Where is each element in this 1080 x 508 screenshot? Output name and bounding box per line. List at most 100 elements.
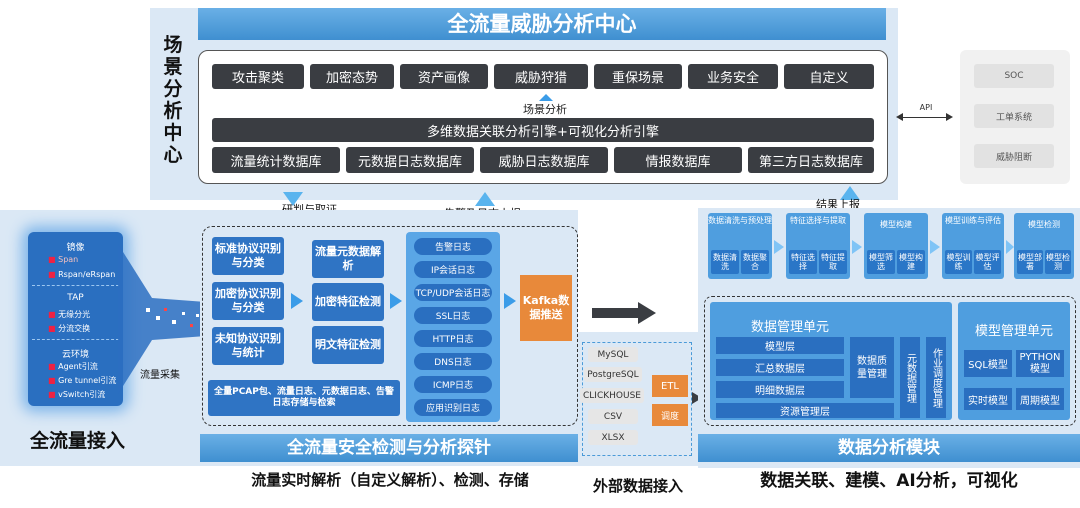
ticket-system-box[interactable]: 工单系统 — [974, 104, 1054, 128]
data-quality[interactable]: 数据质量管理 — [850, 337, 894, 398]
src-mysql[interactable]: MySQL — [588, 347, 638, 362]
analysis-title: 数据分析模块 — [698, 434, 1080, 462]
scenario-key-protect[interactable]: 重保场景 — [594, 64, 682, 89]
log-alert[interactable]: 告警日志 — [414, 238, 492, 255]
log-ip-session[interactable]: IP会话日志 — [414, 261, 492, 278]
mirror-rspan-label: Rspan/eRspan — [58, 270, 116, 279]
db-metadata-log[interactable]: 元数据日志数据库 — [346, 147, 474, 173]
model-realtime[interactable]: 实时模型 — [964, 388, 1012, 410]
step-2-sub-2[interactable]: 特征提取 — [819, 250, 847, 274]
cloud-item-3: ■ vSwitch引流 — [48, 389, 105, 400]
threat-block-box[interactable]: 威胁阻断 — [974, 144, 1054, 168]
mirror-title: 镜像 — [66, 243, 85, 253]
funnel-dot — [156, 316, 160, 320]
scenario-asset[interactable]: 资产画像 — [400, 64, 488, 89]
layer-summary[interactable]: 汇总数据层 — [716, 359, 844, 376]
step-4-sub-2[interactable]: 模型评估 — [974, 250, 1001, 274]
src-clickhouse[interactable]: CLICKHOUSE — [580, 388, 644, 403]
model-sql[interactable]: SQL模型 — [964, 350, 1012, 377]
mirror-item-rspan: ■ Rspan/eRspan — [48, 270, 115, 279]
scenario-encryption[interactable]: 加密态势 — [310, 64, 394, 89]
probe-storage: 全量PCAP包、流量日志、元数据日志、告警日志存储与检索 — [208, 380, 400, 416]
api-label: API — [919, 103, 933, 112]
log-dns[interactable]: DNS日志 — [414, 353, 492, 370]
probe-flow-meta[interactable]: 流量元数据解析 — [312, 240, 384, 278]
model-periodic[interactable]: 周期模型 — [1016, 388, 1064, 410]
soc-box[interactable]: SOC — [974, 64, 1054, 88]
probe-enc-protocol[interactable]: 加密协议识别与分类 — [212, 282, 284, 320]
collect-label: 流量采集 — [140, 370, 180, 381]
scenario-center-label: 场景分析中心 — [163, 34, 183, 166]
bullet-icon: ■ — [48, 270, 59, 279]
traffic-funnel — [118, 244, 206, 394]
probe-std-protocol[interactable]: 标准协议识别与分类 — [212, 237, 284, 275]
src-csv[interactable]: CSV — [588, 409, 638, 424]
step-5-sub-2[interactable]: 模型检测 — [1045, 250, 1071, 274]
funnel-dot — [164, 308, 167, 311]
src-postgresql[interactable]: PostgreSQL — [584, 367, 642, 382]
log-app[interactable]: 应用识别日志 — [414, 399, 492, 416]
log-tcp-udp[interactable]: TCP/UDP会话日志 — [414, 284, 492, 301]
judge-arrow — [283, 192, 303, 206]
step-3-sub-2[interactable]: 模型构建 — [897, 250, 925, 274]
mirror-span-label: Span — [58, 255, 79, 264]
step-1-title: 数据清洗与预处理 — [708, 216, 772, 225]
model-python[interactable]: PYTHON模型 — [1016, 350, 1064, 377]
log-http[interactable]: HTTP日志 — [414, 330, 492, 347]
step-1-sub-1[interactable]: 数据清洗 — [711, 250, 739, 274]
bullet-icon: ■ — [48, 376, 59, 385]
result-up-arrow — [840, 186, 860, 200]
probe-arrow-3 — [504, 293, 516, 309]
probe-enc-feature[interactable]: 加密特征检测 — [312, 283, 384, 321]
layer-model[interactable]: 模型层 — [716, 337, 844, 354]
db-threat-log[interactable]: 威胁日志数据库 — [480, 147, 608, 173]
db-third-party[interactable]: 第三方日志数据库 — [748, 147, 874, 173]
tap-item-1-label: 无缘分光 — [58, 310, 91, 319]
top-title: 全流量威胁分析中心 — [198, 8, 886, 40]
big-arrow-to-analysis-head — [638, 302, 656, 324]
step-5-sub-1[interactable]: 模型部署 — [1017, 250, 1043, 274]
layer-resource[interactable]: 资源管理层 — [716, 403, 894, 418]
layer-detail[interactable]: 明细数据层 — [716, 381, 844, 398]
log-ssl[interactable]: SSL日志 — [414, 307, 492, 324]
src-xlsx[interactable]: XLSX — [588, 430, 638, 445]
db-intel[interactable]: 情报数据库 — [614, 147, 742, 173]
analysis-engine: 多维数据关联分析引擎+可视化分析引擎 — [212, 118, 874, 142]
job-schedule-mgmt[interactable]: 作业调度管理 — [926, 337, 946, 418]
tap-item-2-label: 分流交换 — [58, 324, 91, 333]
db-flow-stats[interactable]: 流量统计数据库 — [212, 147, 340, 173]
etl-box[interactable]: ETL — [652, 375, 688, 397]
bullet-icon: ■ — [48, 362, 59, 371]
bullet-icon: ■ — [48, 310, 59, 319]
step-2-sub-1[interactable]: 特征选择 — [789, 250, 817, 274]
model-mgmt-title: 模型管理单元 — [974, 324, 1053, 339]
analysis-caption: 数据关联、建模、AI分析，可视化 — [760, 471, 1018, 491]
step-3-sub-1[interactable]: 模型筛选 — [867, 250, 895, 274]
funnel-dot — [196, 314, 199, 317]
scenario-attack-cluster[interactable]: 攻击聚类 — [212, 64, 304, 89]
scenario-custom[interactable]: 自定义 — [784, 64, 874, 89]
access-title: 全流量接入 — [30, 430, 126, 452]
kafka-box[interactable]: Kafka数据推送 — [520, 275, 572, 341]
external-caption: 外部数据接入 — [592, 477, 683, 495]
step-4-sub-1[interactable]: 模型训练 — [945, 250, 972, 274]
schedule-box[interactable]: 调度 — [652, 404, 688, 426]
probe-unknown-protocol[interactable]: 未知协议识别与统计 — [212, 327, 284, 365]
access-group-tap — [32, 290, 119, 340]
cloud-title: 云环境 — [61, 350, 89, 360]
log-icmp[interactable]: ICMP日志 — [414, 376, 492, 393]
scenario-threat-hunt[interactable]: 威胁狩猎 — [494, 64, 588, 89]
probe-arrow-1 — [291, 293, 303, 309]
bullet-icon: ■ — [48, 255, 59, 264]
job-schedule-label: 作业调度管理 — [930, 347, 942, 408]
step-3-title: 模型构建 — [880, 220, 912, 229]
step-4-title: 模型训练与评估 — [945, 216, 1001, 225]
metadata-mgmt-label: 元数据管理 — [904, 352, 916, 403]
probe-plain-feature[interactable]: 明文特征检测 — [312, 326, 384, 364]
cloud-item-1: ■ Agent引流 — [48, 361, 98, 372]
mirror-item-span: ■ Span — [48, 255, 78, 264]
metadata-mgmt[interactable]: 元数据管理 — [900, 337, 920, 418]
bullet-icon: ■ — [48, 324, 59, 333]
scenario-business[interactable]: 业务安全 — [688, 64, 778, 89]
step-1-sub-2[interactable]: 数据聚合 — [741, 250, 769, 274]
